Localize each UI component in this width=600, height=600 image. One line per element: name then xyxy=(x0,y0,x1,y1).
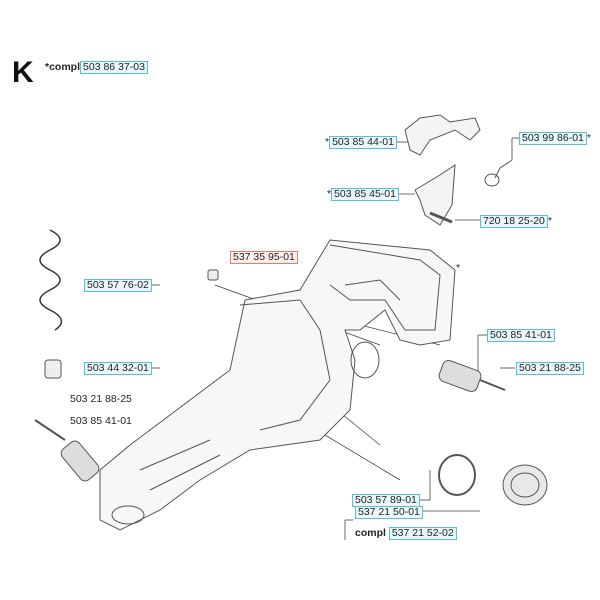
part-label: 503 57 76-02 xyxy=(84,279,152,292)
part-537-35-95-01 xyxy=(207,269,219,281)
suffix: * xyxy=(586,132,591,144)
prefix: * xyxy=(327,188,332,200)
part-label: 503 44 32-01 xyxy=(84,362,152,375)
part-503-85-45-01 xyxy=(414,164,456,226)
part-link[interactable]: 503 44 32-01 xyxy=(84,362,152,375)
part-text[interactable]: 503 85 41-01 xyxy=(70,415,132,427)
part-link[interactable]: 503 21 88-25 xyxy=(516,362,584,375)
asterisk-note: * xyxy=(456,262,461,274)
part-link[interactable]: 720 18 25-20 xyxy=(480,215,548,228)
part-link[interactable]: 537 21 52-02 xyxy=(388,527,457,540)
part-label: 720 18 25-20* xyxy=(480,215,552,228)
part-label: *503 85 44-01 xyxy=(325,136,397,149)
av-buffer-left xyxy=(34,419,100,482)
gasket-537-21-50-01 xyxy=(438,454,476,496)
tank-cap-537-21-52-02 xyxy=(502,464,548,506)
compl-prefix: compl xyxy=(355,527,386,539)
part-label: 503 99 86-01* xyxy=(519,132,591,145)
part-link-highlighted[interactable]: 537 35 95-01 xyxy=(230,251,298,264)
section-letter: K xyxy=(12,56,34,89)
part-link[interactable]: 503 85 44-01 xyxy=(329,136,397,149)
part-label: compl 537 21 52-02 xyxy=(355,527,457,540)
part-label: 537 21 50-01 xyxy=(355,506,423,519)
tank-housing xyxy=(99,239,456,531)
part-text[interactable]: 503 21 88-25 xyxy=(70,393,132,405)
part-503-99-86-01 xyxy=(484,173,500,187)
part-link-assembly[interactable]: 503 86 37-03 xyxy=(80,61,148,74)
av-buffer-right xyxy=(438,360,506,392)
part-503-85-44-01 xyxy=(404,114,481,156)
part-label: 503 85 41-01 xyxy=(487,329,555,342)
part-720-18-25-20 xyxy=(429,211,453,224)
part-link[interactable]: 503 99 86-01 xyxy=(519,132,587,145)
part-label: 537 35 95-01 xyxy=(230,251,298,264)
suffix: * xyxy=(547,215,552,227)
part-503-44-32-01 xyxy=(44,359,62,379)
compl-prefix: *compl xyxy=(45,61,81,73)
part-link[interactable]: 503 57 76-02 xyxy=(84,279,152,292)
part-link[interactable]: 503 85 41-01 xyxy=(487,329,555,342)
part-link[interactable]: 537 21 50-01 xyxy=(355,506,423,519)
spring-503-57-76-02 xyxy=(39,229,63,331)
part-link[interactable]: 503 85 45-01 xyxy=(331,188,399,201)
prefix: * xyxy=(325,136,330,148)
part-label: 503 21 88-25 xyxy=(516,362,584,375)
part-label: *503 85 45-01 xyxy=(327,188,399,201)
